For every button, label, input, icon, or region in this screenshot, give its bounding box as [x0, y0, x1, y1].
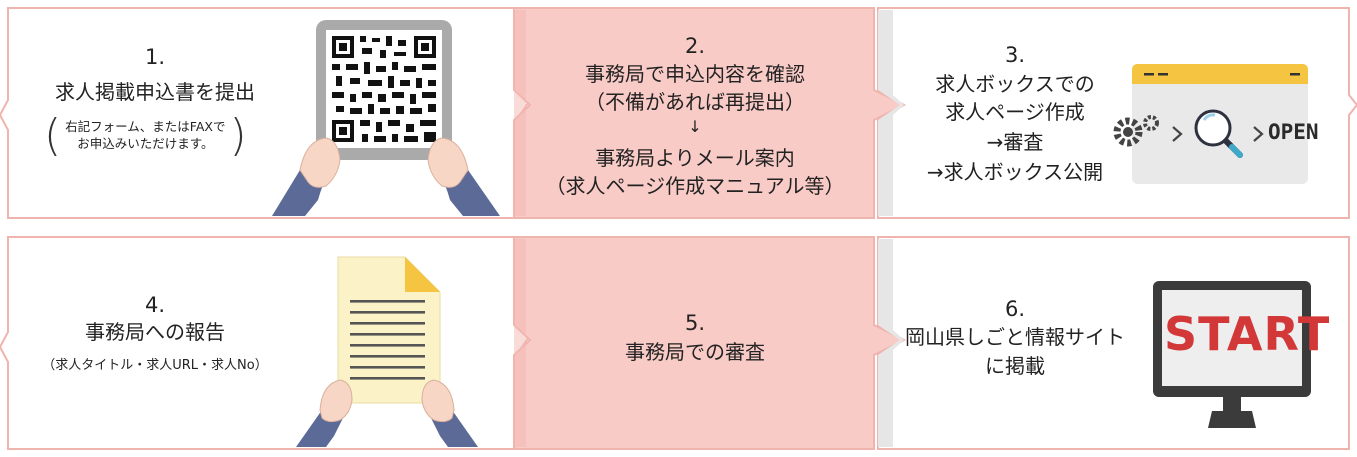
step-3-number: 3.	[1004, 43, 1026, 67]
chevron-right-icon	[1172, 126, 1264, 142]
step-6-line1: 岡山県しごと情報サイト	[905, 325, 1125, 349]
open-label: OPEN	[1268, 120, 1319, 144]
step-4-number: 4.	[144, 293, 166, 317]
panel-2-shade	[514, 10, 526, 216]
step-4-sub: （求人タイトル・求人URL・求人No）	[42, 358, 268, 373]
step-1-note: ( 右記フォーム、またはFAXで お申込みいただけます。 )	[44, 114, 264, 158]
step-2-line4: （求人ページ作成マニュアル等）	[545, 174, 845, 198]
step-3-line3: →審査	[986, 130, 1044, 154]
step-1-note-line1: 右記フォーム、またはFAXで	[65, 119, 226, 135]
step-6-line2: に掲載	[985, 354, 1045, 378]
step-3-line4: →求人ボックス公開	[926, 160, 1104, 184]
step-5-number: 5.	[684, 311, 706, 335]
step-5-title: 事務局での審査	[625, 340, 765, 364]
hands-icon-2	[296, 379, 478, 447]
panel-3-shade	[878, 10, 904, 216]
step-1-title: 求人掲載申込書を提出	[55, 80, 255, 104]
step-1-note-body: 右記フォーム、またはFAXで お申込みいただけます。	[61, 119, 229, 153]
step-3-line1: 求人ボックスでの	[935, 72, 1095, 96]
panel-5-shade	[514, 239, 526, 447]
step-1-note-line2: お申込みいただけます。	[77, 136, 214, 151]
monitor-icon	[1153, 281, 1311, 428]
step-1-number: 1.	[144, 45, 166, 69]
step-2-number: 2.	[684, 34, 706, 58]
step-2-line1: 事務局で申込内容を確認	[585, 62, 805, 86]
close-paren: )	[229, 110, 247, 161]
open-paren: (	[44, 110, 62, 161]
panel-6-shade	[878, 239, 904, 447]
gears-icon	[1113, 115, 1159, 147]
magnifier-icon	[1194, 109, 1243, 158]
hands-icon	[272, 137, 500, 216]
step-2-line3: 事務局よりメール案内	[595, 146, 795, 170]
step-3-line2: 求人ページ作成	[945, 100, 1085, 124]
qr-code-tablet-icon	[316, 20, 452, 160]
document-icon	[337, 256, 441, 404]
step-6-number: 6.	[1004, 297, 1026, 321]
step-2-line2: （不備があれば再提出）	[585, 90, 805, 114]
step-2-arrow: ↓	[688, 117, 702, 136]
start-screen-text: START	[1164, 307, 1331, 361]
step-4-title: 事務局への報告	[85, 320, 225, 344]
